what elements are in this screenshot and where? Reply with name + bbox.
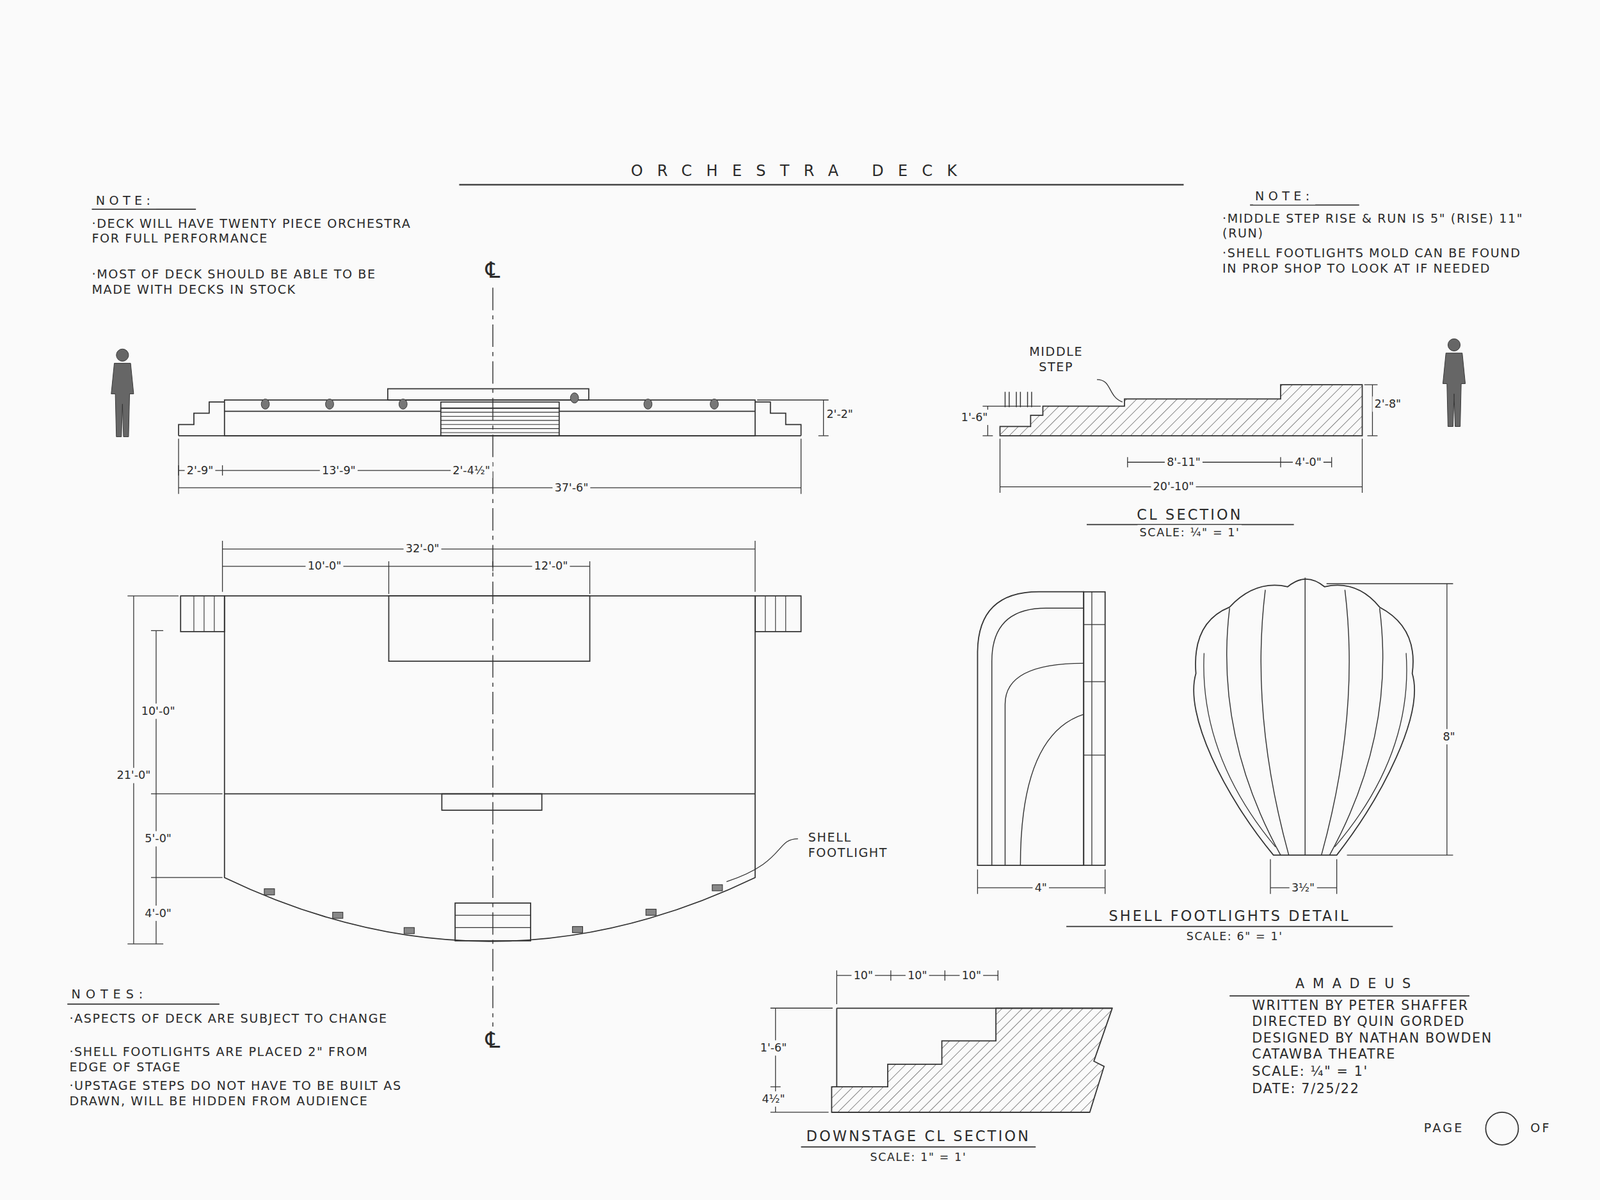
dimension: 10'-0"	[305, 558, 344, 575]
dimension-lines	[127, 540, 756, 944]
note-heading: NOTES:	[69, 987, 150, 1003]
title-block-text: WRITTEN BY PETER SHAFFER	[1249, 997, 1471, 1014]
dimension: 1'-6"	[758, 1040, 790, 1056]
dimension-lines	[982, 384, 1378, 493]
dimension: 3½"	[1289, 880, 1318, 896]
dimension: 1'-6"	[959, 409, 991, 425]
section-title: CL SECTION	[1134, 507, 1245, 523]
dimension: 8"	[1440, 728, 1458, 745]
note-rule	[67, 1003, 220, 1005]
shell-front-view	[1193, 577, 1415, 856]
dimension: 5'-0"	[142, 831, 174, 847]
note-rule	[1249, 204, 1360, 207]
note-rule	[91, 208, 196, 210]
page-label: OF	[1528, 1120, 1554, 1136]
note-text: ·MIDDLE STEP RISE & RUN IS 5" (RISE) 11"…	[1220, 211, 1531, 242]
deck-plan	[180, 595, 801, 942]
dimension: 4'-0"	[142, 905, 174, 921]
dimension: 10"	[851, 967, 875, 984]
dimension: 10'-0"	[139, 703, 178, 719]
dimension: 37'-6"	[552, 480, 591, 496]
dimension: 4'-0"	[1292, 454, 1324, 470]
section-rule	[1066, 926, 1393, 928]
dimension: 2'-9"	[184, 462, 216, 479]
note-heading: NOTE:	[94, 193, 157, 209]
section-title: DOWNSTAGE CL SECTION	[804, 1128, 1033, 1145]
dimension-lines	[178, 400, 829, 495]
title-block-text: DESIGNED BY NATHAN BOWDEN	[1249, 1030, 1495, 1046]
shell-side-view	[977, 592, 1105, 866]
dimension: 10"	[905, 967, 930, 984]
dimension-lines	[977, 583, 1453, 895]
dimension: 2'-2"	[824, 406, 856, 422]
title-rule	[458, 183, 1184, 185]
title-block-text: DIRECTED BY QUIN GORDED	[1249, 1013, 1467, 1030]
note-text: ·UPSTAGE STEPS DO NOT HAVE TO BE BUILT A…	[67, 1078, 424, 1110]
dimension: 4½"	[759, 1091, 788, 1107]
dimension: 2'-8"	[1372, 396, 1403, 412]
dimension-lines	[770, 970, 999, 1113]
dimension: 12'-0"	[531, 558, 570, 575]
page-number-circle	[1485, 1112, 1519, 1145]
dimension: 13'-9"	[320, 462, 358, 479]
title-block-text: CATAWBA THEATRE	[1249, 1046, 1398, 1062]
callout: MIDDLE STEP	[1018, 344, 1094, 376]
title-block-rule	[1229, 995, 1470, 997]
callout: SHELL FOOTLIGHT	[806, 830, 903, 862]
dimension: 20'-10"	[1150, 479, 1196, 495]
centerline-mark: ℄	[483, 1028, 503, 1053]
note-text: ·ASPECTS OF DECK ARE SUBJECT TO CHANGE	[67, 1011, 418, 1027]
page-label: PAGE	[1421, 1120, 1466, 1136]
deck-elevation	[178, 388, 802, 436]
dimension: 8'-11"	[1164, 454, 1203, 470]
centerline-mark: ℄	[483, 257, 503, 283]
note-text: ·SHELL FOOTLIGHTS ARE PLACED 2" FROM EDG…	[67, 1045, 409, 1076]
downstage-section	[831, 1008, 1112, 1113]
human-scale-figure	[111, 348, 134, 437]
dimension: 2'-4½"	[450, 462, 493, 479]
note-text: ·MOST OF DECK SHOULD BE ABLE TO BE MADE …	[89, 267, 400, 299]
dimension: 10"	[959, 967, 984, 984]
scale-note: SCALE: 1" = 1'	[867, 1149, 969, 1165]
section-rule	[801, 1146, 1037, 1148]
section-title: SHELL FOOTLIGHTS DETAIL	[1106, 908, 1353, 925]
note-text: ·DECK WILL HAVE TWENTY PIECE ORCHESTRA F…	[89, 216, 421, 248]
sheet-title: ORCHESTRA DECK	[628, 163, 973, 180]
dimension: 21'-0"	[114, 768, 153, 784]
human-scale-figure	[1442, 338, 1465, 427]
note-text: ·SHELL FOOTLIGHTS MOLD CAN BE FOUND IN P…	[1220, 245, 1542, 277]
title-block-heading: AMADEUS	[1293, 976, 1421, 992]
title-block-text: DATE: 7/25/22	[1249, 1080, 1362, 1097]
scale-note: SCALE: 6" = 1'	[1184, 929, 1285, 945]
scale-note: SCALE: ¼" = 1'	[1137, 524, 1242, 541]
note-heading: NOTE:	[1253, 189, 1316, 205]
title-block-text: SCALE: ¼" = 1'	[1249, 1063, 1371, 1080]
dimension: 4"	[1032, 880, 1049, 896]
dimension: 32'-0"	[403, 541, 442, 557]
cl-section	[1000, 379, 1363, 436]
